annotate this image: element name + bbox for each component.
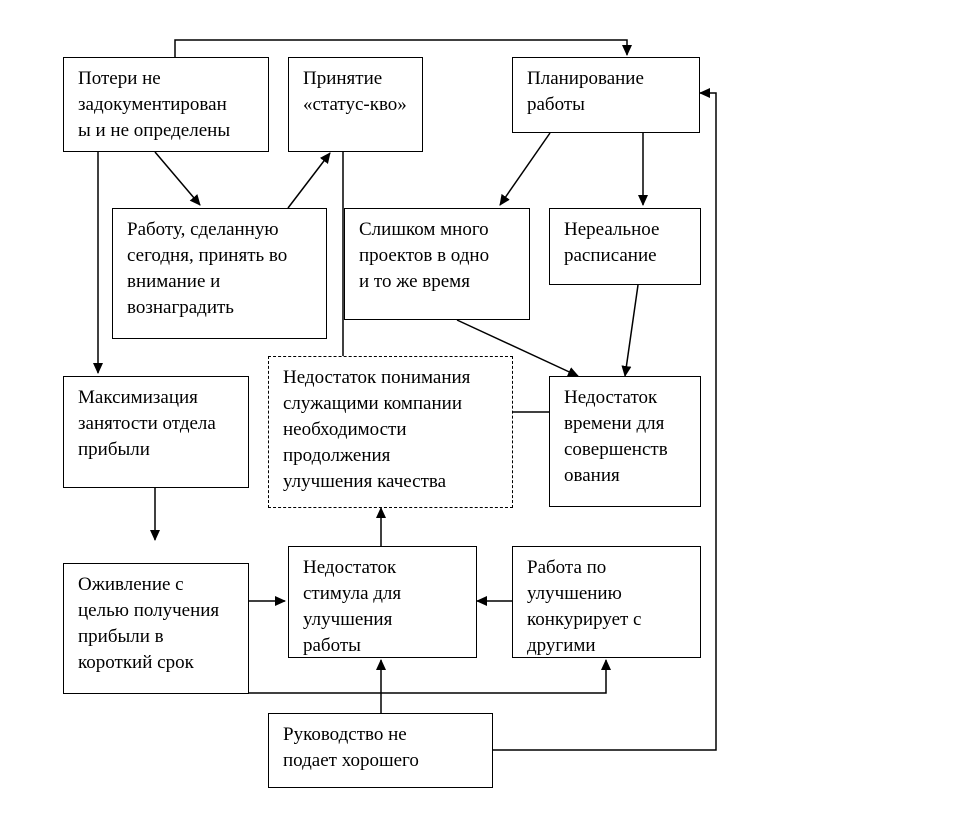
connector-projects-to-time [456,319,579,377]
node-status-quo: Принятие «статус-кво» [288,57,423,152]
node-lack-understanding: Недостаток понимания служащими компании … [268,356,513,508]
connector-schedule-to-time [621,284,639,377]
node-maximize-profit: Максимизация занятости отдела прибыли [63,376,249,488]
node-losses: Потери не задокументирован ы и не опреде… [63,57,269,152]
connector-losses-to-reward [154,151,201,206]
connector-losses-to-planning [174,39,632,57]
node-planning: Планирование работы [512,57,700,133]
connector-management-to-planning [493,88,717,751]
node-competes: Работа по улучшению конкурирует с другим… [512,546,701,658]
connector-planning-to-projects [499,132,551,206]
node-short-term: Оживление с целью получения прибыли в ко… [63,563,249,694]
node-management: Руководство не подает хорошего [268,713,493,788]
node-unreal-schedule: Нереальное расписание [549,208,701,285]
node-reward: Работу, сделанную сегодня, принять во вн… [112,208,327,339]
node-lack-time: Недостаток времени для совершенств овани… [549,376,701,507]
node-too-many-projects: Слишком много проектов в одно и то же вр… [344,208,530,320]
node-lack-stimulus: Недостаток стимула для улучшения работы [288,546,477,658]
connector-reward-to-status-quo [287,152,331,209]
